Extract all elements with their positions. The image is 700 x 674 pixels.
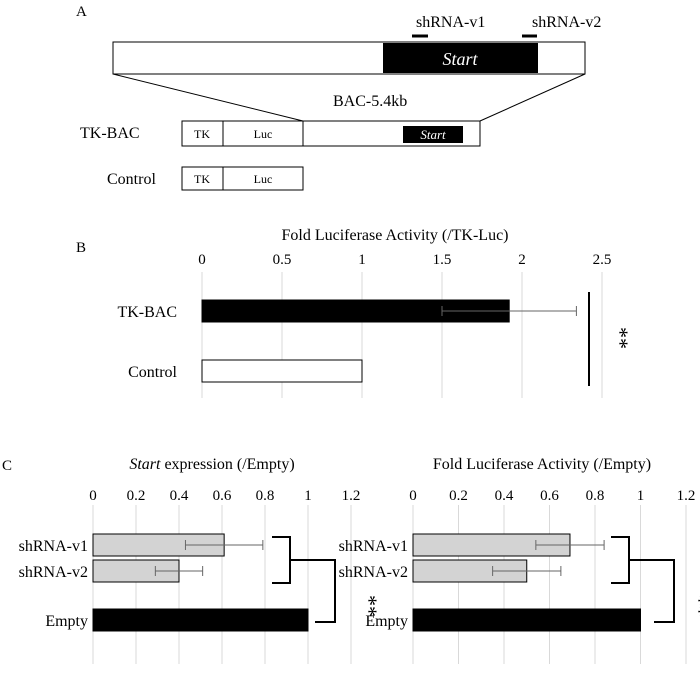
x-tick-label: 0 bbox=[89, 488, 97, 504]
start-insert-label: Start bbox=[420, 127, 446, 142]
bar bbox=[201, 359, 363, 383]
zoom-line-right bbox=[479, 73, 586, 122]
x-tick-label: 0.8 bbox=[586, 488, 605, 504]
x-tick-label: 0 bbox=[409, 488, 417, 504]
start-insert-block bbox=[403, 126, 463, 143]
zoom-line-left bbox=[112, 73, 304, 122]
chart-c-right-title: Fold Luciferase Activity (/Empty) bbox=[433, 456, 651, 473]
x-tick-label: 1.2 bbox=[677, 488, 696, 504]
panel-c-letter: C bbox=[2, 458, 12, 474]
x-tick-label: 0.2 bbox=[449, 488, 468, 504]
x-tick-label: 0.5 bbox=[273, 252, 292, 268]
chart-c-left-title-rest: expression (/Empty) bbox=[160, 456, 294, 473]
bar bbox=[92, 608, 309, 632]
panel-b-letter: B bbox=[76, 240, 86, 256]
significance-bracket-inner bbox=[611, 536, 630, 584]
x-tick-label: 0.2 bbox=[127, 488, 146, 504]
x-tick-label: 0.4 bbox=[495, 488, 514, 504]
category-label: shRNA-v1 bbox=[339, 538, 408, 555]
tkbac-construct-label: TK-BAC bbox=[80, 125, 140, 142]
construct-diagram: shRNA-v1 shRNA-v2 Start BAC-5.4kb TK-BAC… bbox=[80, 14, 601, 191]
control-luc-label: Luc bbox=[254, 172, 273, 186]
bar bbox=[412, 608, 641, 632]
x-tick-label: 1 bbox=[304, 488, 312, 504]
x-tick-label: 0 bbox=[198, 252, 206, 268]
chart-c-left-title-italic: Start bbox=[129, 456, 161, 473]
chart-b: 0 0.5 1 1.5 2 2.5TK-BAC Control ** bbox=[117, 252, 633, 398]
control-luc-box bbox=[222, 166, 304, 191]
significance-bracket-outer bbox=[629, 559, 675, 623]
shrna-v2-label: shRNA-v2 bbox=[532, 14, 601, 31]
category-label: Empty bbox=[365, 613, 408, 630]
category-label: Empty bbox=[45, 613, 88, 630]
x-tick-label: 2.5 bbox=[593, 252, 612, 268]
category-label: shRNA-v1 bbox=[19, 538, 88, 555]
luc-label: Luc bbox=[254, 127, 273, 141]
significance-bracket-outer bbox=[290, 559, 336, 623]
control-construct-label: Control bbox=[107, 171, 156, 188]
category-label: shRNA-v2 bbox=[19, 564, 88, 581]
x-tick-label: 1 bbox=[358, 252, 366, 268]
category-label: Control bbox=[128, 364, 177, 381]
control-tk-label: TK bbox=[194, 172, 210, 186]
x-tick-label: 0.6 bbox=[540, 488, 559, 504]
start-gene-label: Start bbox=[442, 49, 478, 69]
chart-c-left-title: Start expression (/Empty) bbox=[129, 456, 294, 473]
chart-b-title: Fold Luciferase Activity (/TK-Luc) bbox=[281, 227, 508, 244]
x-tick-label: 0.8 bbox=[256, 488, 275, 504]
significance-marker: ** bbox=[357, 595, 382, 617]
start-gene-block bbox=[383, 43, 538, 73]
x-tick-label: 0.6 bbox=[213, 488, 232, 504]
x-tick-label: 1.2 bbox=[342, 488, 361, 504]
x-tick-label: 1.5 bbox=[433, 252, 452, 268]
significance-marker: ** bbox=[687, 595, 700, 617]
x-tick-label: 2 bbox=[518, 252, 526, 268]
category-label: shRNA-v2 bbox=[339, 564, 408, 581]
luc-box bbox=[222, 120, 304, 147]
shrna-v1-label: shRNA-v1 bbox=[416, 14, 485, 31]
x-tick-label: 1 bbox=[637, 488, 645, 504]
panel-a-letter: A bbox=[76, 4, 87, 20]
bac-size-label: BAC-5.4kb bbox=[333, 93, 407, 110]
category-label: TK-BAC bbox=[117, 304, 177, 321]
significance-bracket-inner bbox=[272, 536, 291, 584]
x-tick-label: 0.4 bbox=[170, 488, 189, 504]
tk-label: TK bbox=[194, 127, 210, 141]
significance-marker: ** bbox=[608, 327, 633, 349]
